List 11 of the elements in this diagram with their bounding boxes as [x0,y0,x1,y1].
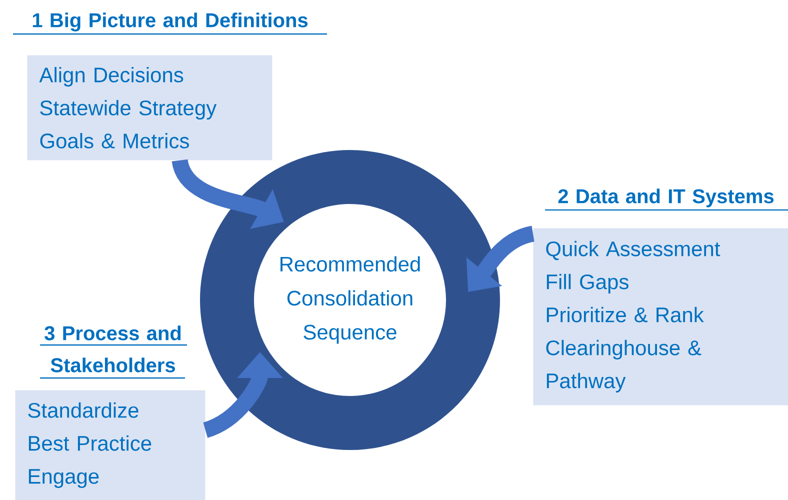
node-label: Clearinghouse & Pathway [546,340,702,392]
node-label: Prioritize & Rank [546,306,704,322]
item-list-box: Quick Assessment Fill Gaps Prioritize & Rank Clearinghouse & Pathway [533,228,788,406]
node-label: Fill Gaps [546,274,628,294]
item-list-box: Standardize Best Practice Engage [15,390,206,500]
heading-text: 1 Big Picture and Definitions [13,12,327,35]
node-label: Quick Assessment [546,240,720,260]
heading-text: 3 Process and Stakeholders [40,326,187,379]
heading-text: 2 Data and IT Systems [545,188,788,211]
item-list-box: Align Decisions Statewide Strategy Goals & Metrics [27,55,272,160]
center-text: Recommended Consolidation Sequence [280,256,420,344]
